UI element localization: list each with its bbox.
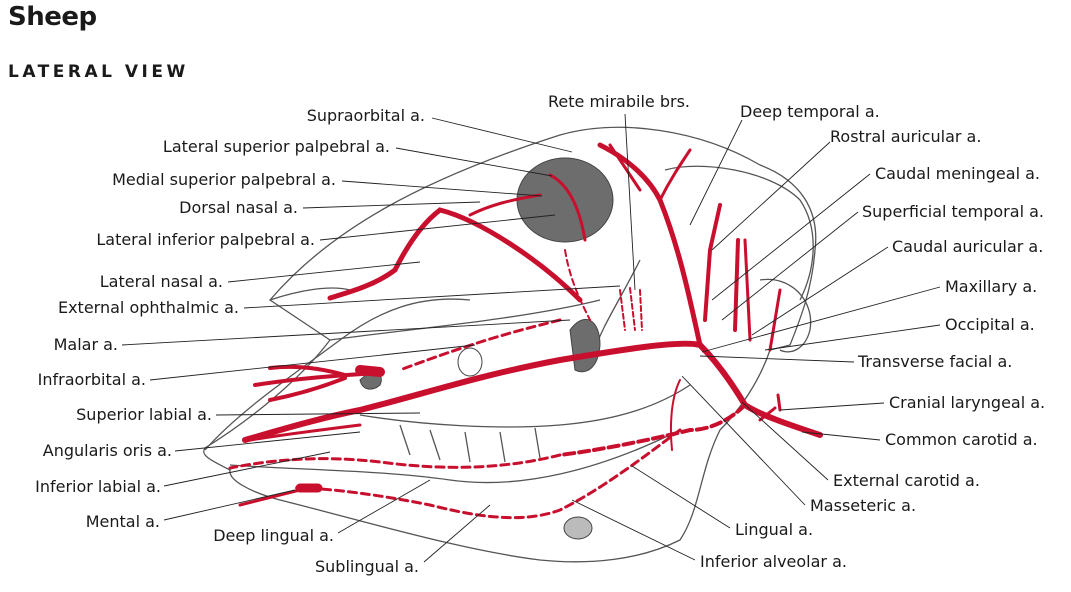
label-malar: Malar a. bbox=[53, 335, 118, 354]
label-lateral-superior-palpebral: Lateral superior palpebral a. bbox=[162, 137, 390, 156]
label-deep-lingual: Deep lingual a. bbox=[213, 526, 334, 545]
leader-lines bbox=[121, 113, 941, 563]
skull-outline bbox=[203, 126, 817, 563]
view-subtitle: LATERAL VIEW bbox=[8, 62, 189, 82]
label-infraorbital: Infraorbital a. bbox=[37, 370, 146, 389]
label-superficial-temporal: Superficial temporal a. bbox=[862, 202, 1044, 221]
label-mental: Mental a. bbox=[85, 512, 160, 531]
label-lateral-nasal: Lateral nasal a. bbox=[99, 272, 223, 291]
label-external-ophthalmic: External ophthalmic a. bbox=[57, 298, 239, 317]
label-inferior-alveolar: Inferior alveolar a. bbox=[700, 552, 847, 571]
label-lateral-inferior-palpebral: Lateral inferior palpebral a. bbox=[96, 230, 315, 249]
label-sublingual: Sublingual a. bbox=[314, 557, 419, 576]
label-rete-mirabile: Rete mirabile brs. bbox=[548, 92, 690, 111]
label-superior-labial: Superior labial a. bbox=[76, 405, 212, 424]
label-masseteric: Masseteric a. bbox=[810, 496, 917, 515]
label-common-carotid: Common carotid a. bbox=[885, 430, 1038, 449]
label-occipital: Occipital a. bbox=[945, 315, 1035, 334]
label-caudal-auricular: Caudal auricular a. bbox=[892, 237, 1044, 256]
label-inferior-labial: Inferior labial a. bbox=[35, 477, 161, 496]
bone-shading bbox=[359, 157, 614, 540]
label-deep-temporal: Deep temporal a. bbox=[740, 102, 880, 121]
label-dorsal-nasal: Dorsal nasal a. bbox=[179, 198, 298, 217]
label-maxillary: Maxillary a. bbox=[945, 277, 1038, 296]
label-external-carotid: External carotid a. bbox=[833, 471, 980, 490]
label-medial-superior-palpebral: Medial superior palpebral a. bbox=[112, 170, 336, 189]
label-lingual: Lingual a. bbox=[735, 520, 814, 539]
label-rostral-auricular: Rostral auricular a. bbox=[830, 127, 982, 146]
label-cranial-laryngeal: Cranial laryngeal a. bbox=[889, 393, 1046, 412]
label-angularis-oris: Angularis oris a. bbox=[42, 441, 172, 460]
label-supraorbital: Supraorbital a. bbox=[306, 106, 425, 125]
orbit bbox=[516, 157, 614, 243]
label-caudal-meningeal: Caudal meningeal a. bbox=[875, 164, 1040, 183]
label-transverse-facial: Transverse facial a. bbox=[858, 352, 1013, 371]
page-title: Sheep bbox=[8, 2, 97, 32]
zygomatic-fossa bbox=[569, 318, 601, 373]
